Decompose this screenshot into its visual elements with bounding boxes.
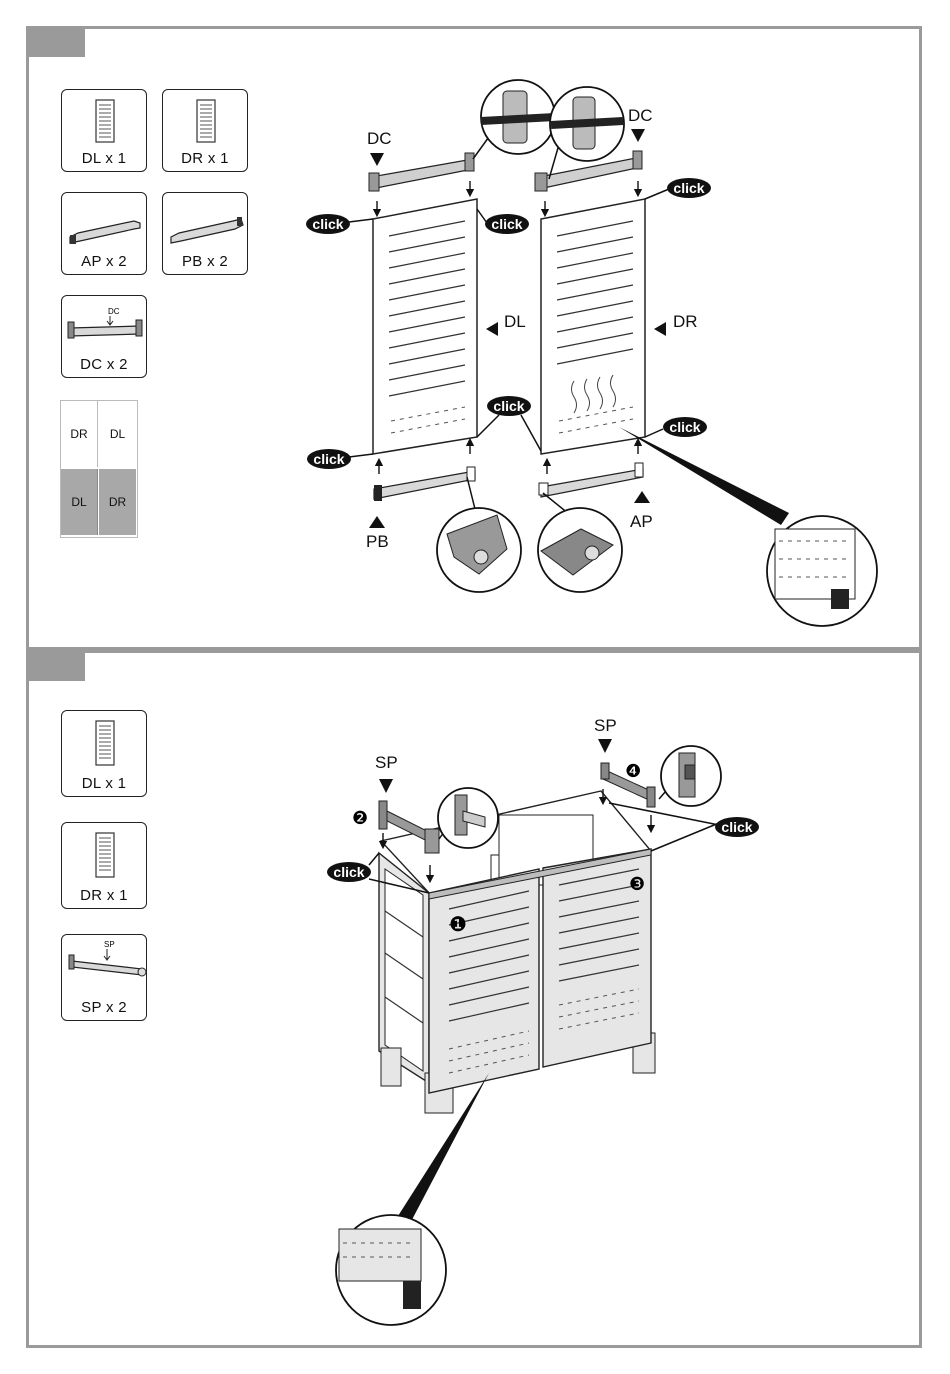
detail-circle-sp-left bbox=[438, 788, 498, 848]
click-label: click bbox=[721, 819, 752, 835]
click-label: click bbox=[313, 451, 344, 467]
sp-right-triangle-icon bbox=[598, 739, 612, 753]
ap-rail bbox=[539, 463, 643, 497]
click-bubble-right-bottom: click bbox=[645, 417, 707, 437]
step-2-panel: DL x 1 DR x 1 SP SP x 2 bbox=[26, 650, 922, 1348]
detail-circle-door-bottom bbox=[619, 427, 877, 626]
dc-left-triangle-icon bbox=[370, 153, 384, 166]
dc-right-label: DC bbox=[628, 106, 653, 126]
door-dr-drawing bbox=[541, 199, 645, 454]
click-bubble-mid-top: click bbox=[477, 209, 529, 234]
dc-right-triangle-icon bbox=[631, 129, 645, 142]
click-bubble-left-bottom: click bbox=[307, 449, 373, 469]
detail-circle-door-bottom bbox=[336, 1073, 489, 1325]
dr-pointer-icon bbox=[654, 322, 666, 336]
pb-rail bbox=[374, 467, 475, 501]
sp-left-label: SP bbox=[375, 753, 398, 773]
click-label: click bbox=[333, 864, 364, 880]
door-dl-drawing bbox=[373, 199, 477, 454]
click-label: click bbox=[491, 216, 522, 232]
pb-triangle-icon bbox=[369, 516, 385, 528]
cabinet-body bbox=[379, 791, 655, 1113]
pb-label: PB bbox=[366, 532, 389, 552]
click-label: click bbox=[673, 180, 704, 196]
door-assembly-illustration: click click click click click click bbox=[29, 29, 919, 649]
dl-pointer-icon bbox=[486, 322, 498, 336]
click-label: click bbox=[312, 216, 343, 232]
detail-circle-pb bbox=[437, 477, 521, 592]
step-number-1: ❶ bbox=[449, 912, 467, 936]
step-number-3: ❸ bbox=[629, 874, 645, 895]
dc-rail-left bbox=[369, 153, 474, 191]
ap-label: AP bbox=[630, 512, 653, 532]
click-label: click bbox=[493, 398, 524, 414]
detail-circle-dc-left bbox=[473, 80, 555, 159]
dc-left-label: DC bbox=[367, 129, 392, 149]
dr-label: DR bbox=[673, 312, 698, 332]
detail-circle-ap bbox=[538, 493, 622, 592]
ap-triangle-icon bbox=[634, 491, 650, 503]
sp-right-label: SP bbox=[594, 716, 617, 736]
step-number-2: ❷ bbox=[352, 808, 368, 829]
step-1-panel: DL x 1 DR x 1 AP x 2 PB x 2 DC bbox=[26, 26, 922, 650]
dl-label: DL bbox=[504, 312, 526, 332]
detail-circle-sp-right bbox=[659, 746, 721, 806]
cabinet-assembly-illustration: click click ❶ ❷ ❸ ❹ bbox=[29, 653, 919, 1347]
step-number-4: ❹ bbox=[625, 761, 641, 782]
click-bubble-center-bottom: click bbox=[477, 396, 541, 451]
click-bubble-right-top: click bbox=[645, 178, 711, 199]
click-bubble-left-top: click bbox=[306, 214, 373, 234]
sp-left-triangle-icon bbox=[379, 779, 393, 793]
click-label: click bbox=[669, 419, 700, 435]
